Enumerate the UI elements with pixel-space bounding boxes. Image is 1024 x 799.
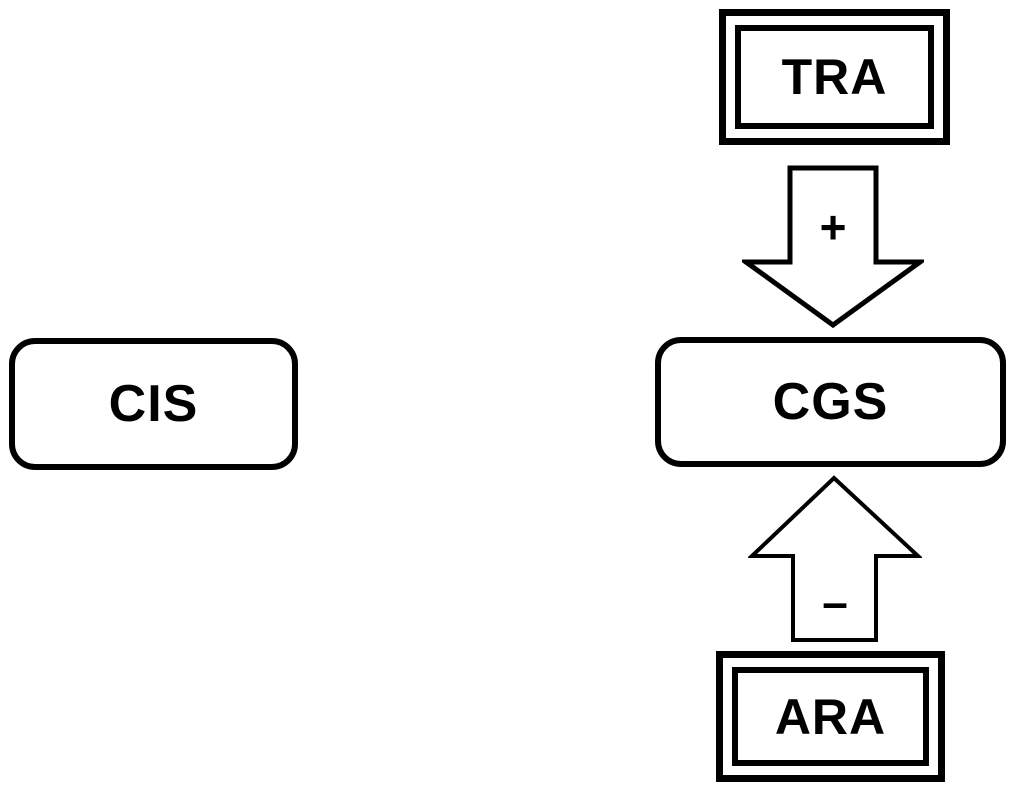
node-tra-inner-frame: TRA	[735, 25, 934, 129]
node-cis[interactable]: CIS	[9, 338, 298, 470]
node-ara-inner-frame: ARA	[732, 667, 929, 766]
edge-ara-to-cgs-sign: –	[822, 576, 848, 628]
node-cgs-label: CGS	[772, 373, 889, 431]
node-tra[interactable]: TRA	[719, 9, 950, 145]
node-ara-label: ARA	[774, 688, 887, 745]
node-tra-label: TRA	[781, 49, 888, 105]
edge-ara-to-cgs[interactable]: –	[748, 474, 922, 644]
up-block-arrow-icon	[748, 475, 922, 642]
down-block-arrow-icon	[742, 165, 924, 329]
node-cgs[interactable]: CGS	[655, 337, 1006, 467]
edge-tra-to-cgs[interactable]: +	[742, 164, 924, 329]
edge-tra-to-cgs-sign: +	[819, 201, 847, 253]
node-cis-label: CIS	[108, 375, 199, 433]
node-ara[interactable]: ARA	[716, 651, 945, 782]
